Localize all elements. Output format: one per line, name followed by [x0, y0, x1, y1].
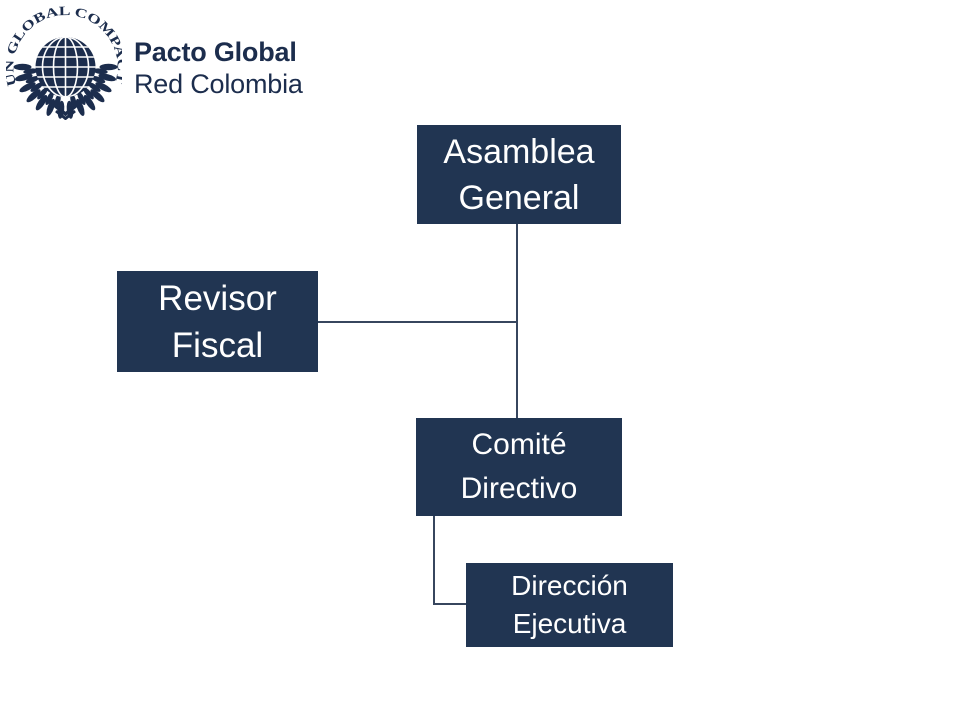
node-label-line: Ejecutiva: [512, 608, 627, 639]
org-node-revisor-fiscal: Revisor Fiscal: [117, 271, 318, 372]
brand-subtitle: Red Colombia: [134, 69, 303, 99]
brand-wordmark: Pacto Global Red Colombia: [134, 36, 303, 100]
org-node-direccion-ejecutiva: Dirección Ejecutiva: [466, 563, 673, 647]
node-label-line: Revisor: [158, 278, 277, 318]
un-global-compact-logo-icon: UN GLOBAL COMPACT: [6, 6, 122, 120]
org-node-asamblea-general: Asamblea General: [417, 125, 621, 224]
node-label-line: Dirección: [511, 570, 628, 601]
node-label-line: Asamblea: [443, 132, 595, 171]
laurel-wreath-icon: [13, 63, 118, 119]
connector-direccion-branch: [433, 603, 467, 605]
globe-grid: [35, 37, 96, 97]
connector-comite-drop: [433, 516, 435, 605]
node-label-line: General: [458, 178, 580, 217]
wreath-stem-icon: [52, 103, 79, 120]
node-label-line: Directivo: [460, 472, 578, 505]
brand-title: Pacto Global: [134, 37, 297, 67]
node-label-line: Fiscal: [171, 325, 264, 365]
connector-revisor-branch: [318, 321, 518, 323]
node-label-line: Comité: [471, 428, 567, 461]
logo-lockup: UN GLOBAL COMPACT Pacto Global Red Colom…: [6, 6, 303, 120]
org-node-comite-directivo: Comité Directivo: [416, 418, 622, 516]
